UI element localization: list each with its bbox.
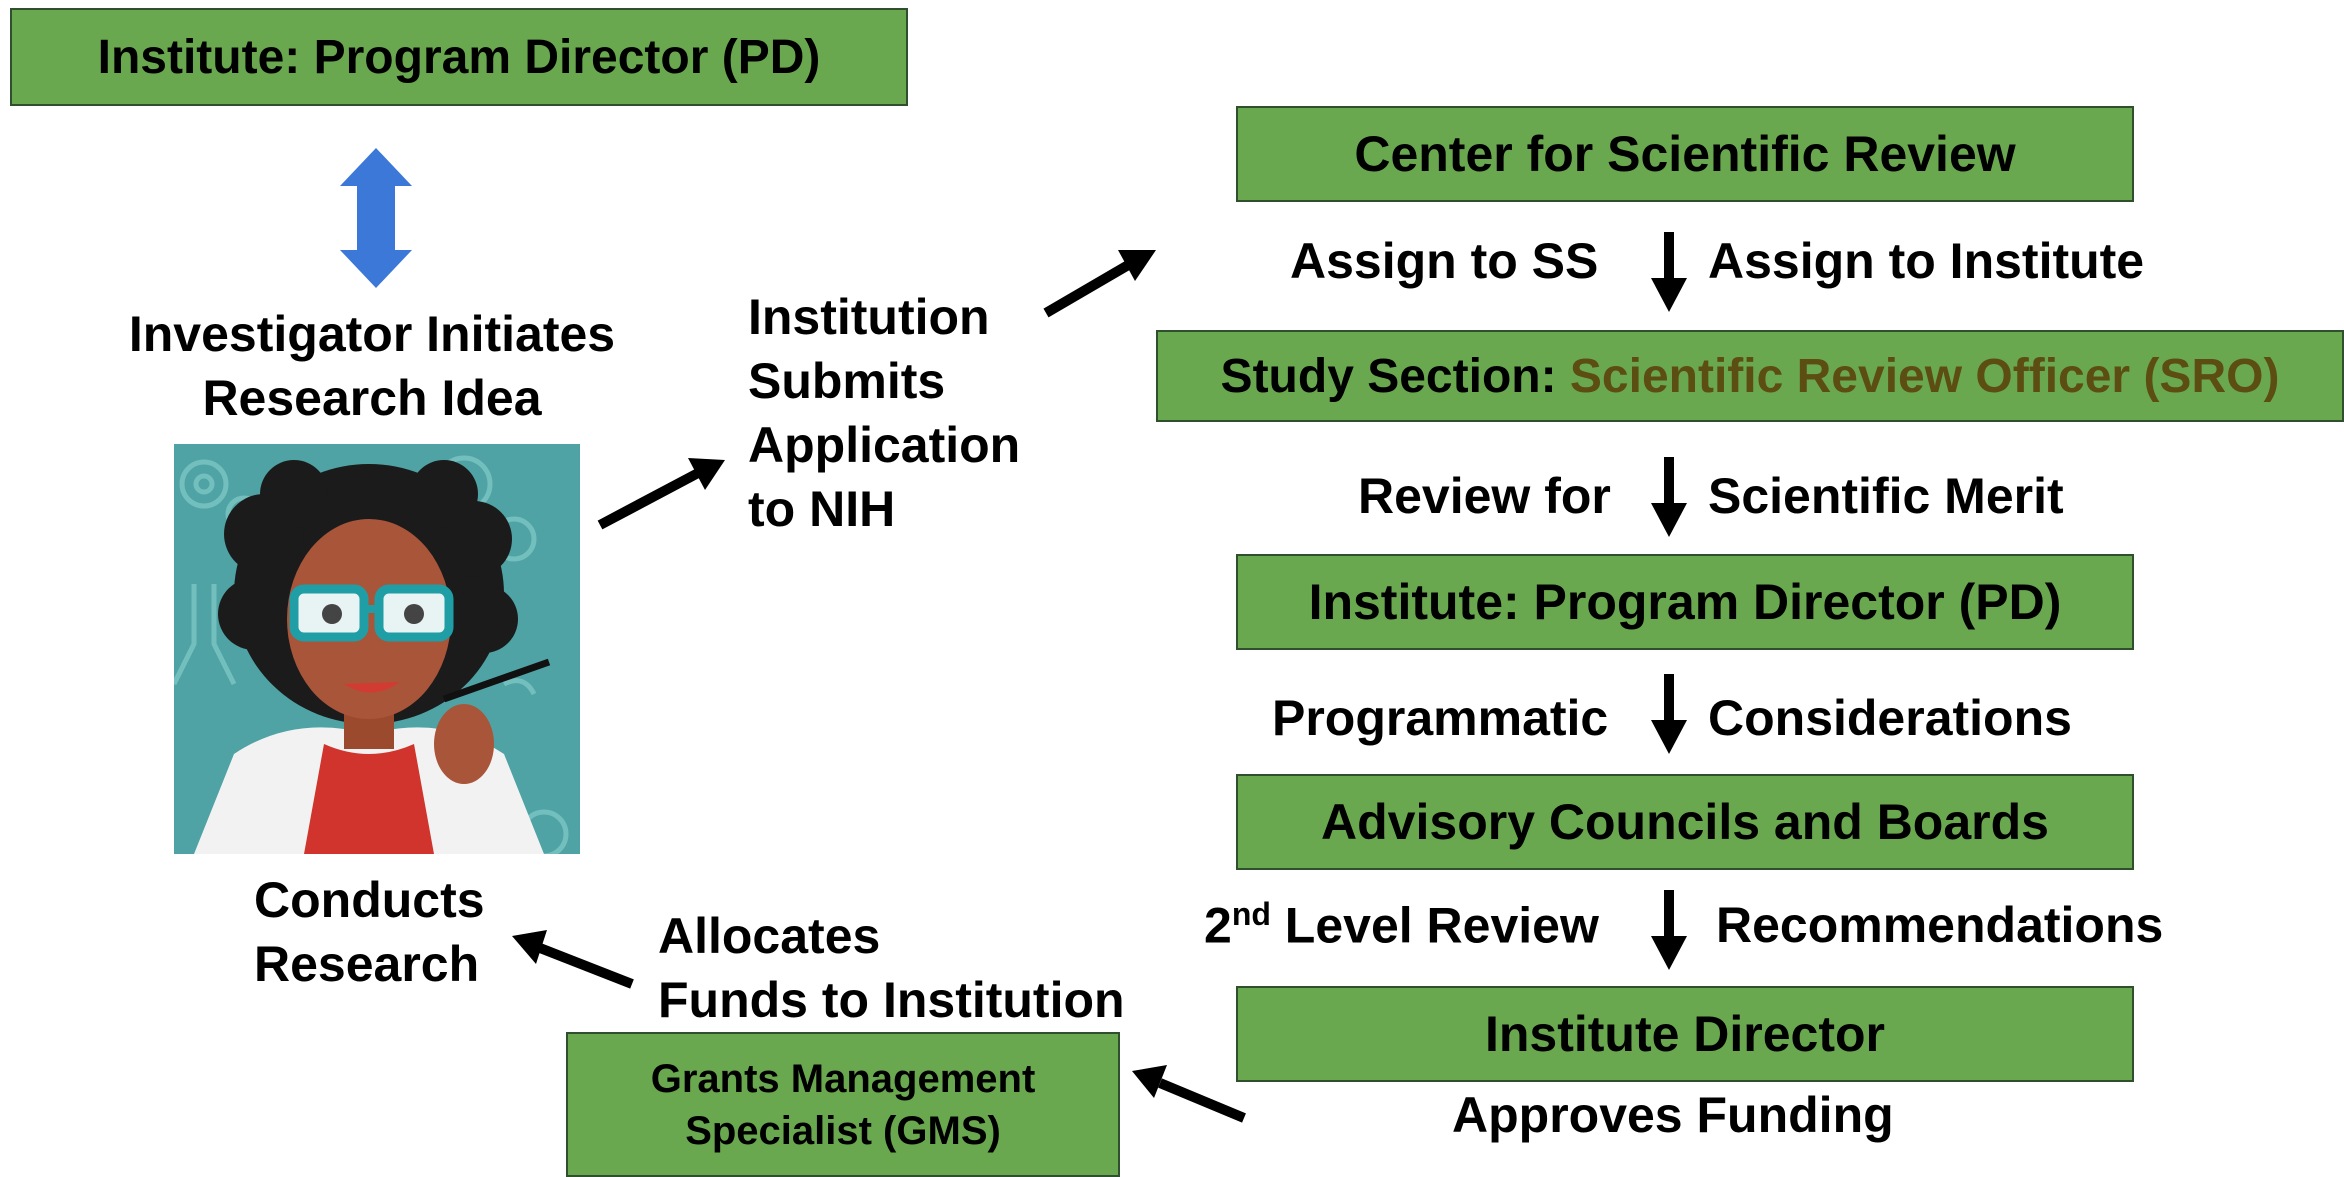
level-review: Level Review: [1270, 897, 1599, 954]
arrow-to-conducts-icon: [538, 943, 634, 989]
submits-line4: to NIH: [748, 481, 896, 537]
investigator-line2: Research Idea: [202, 370, 542, 426]
arrow-to-gms-icon: [1158, 1078, 1246, 1123]
submits-line1: Institution: [748, 289, 990, 345]
institute-director-label: Institute Director: [1484, 1006, 1886, 1062]
investigator-line1: Investigator Initiates: [128, 306, 616, 362]
pd-top-label: Institute: Program Director (PD): [97, 30, 821, 84]
pd-mid-label: Institute: Program Director (PD): [1308, 574, 2062, 630]
down-arrow-icon: [1651, 890, 1687, 970]
assign-ss-label: Assign to SS: [1290, 233, 1599, 289]
councils-label: Advisory Councils and Boards: [1321, 794, 2049, 850]
investigator-illustration: [174, 444, 580, 854]
second-num: 2: [1204, 897, 1232, 954]
arrow-to-csr-icon: [1043, 259, 1133, 318]
considerations-label: Considerations: [1708, 690, 2072, 746]
scientific-merit-label: Scientific Merit: [1708, 468, 2064, 524]
csr-label: Center for Scientific Review: [1354, 126, 2016, 182]
gms-box: Grants Management Specialist (GMS): [566, 1032, 1120, 1177]
conducts-research-label: Conducts Research: [254, 868, 485, 996]
second-sup: nd: [1231, 896, 1271, 932]
arrow-to-submits-icon: [597, 467, 703, 530]
gms-line1: Grants Management: [650, 1056, 1036, 1101]
assign-institute-label: Assign to Institute: [1708, 233, 2145, 289]
down-arrow-icon: [1651, 457, 1687, 537]
csr-box: Center for Scientific Review: [1236, 106, 2134, 202]
allocates-line2: Funds to Institution: [658, 972, 1125, 1028]
double-arrow-icon: [340, 148, 412, 288]
study-section-prefix: Study Section:: [1220, 349, 1570, 403]
sro-label: Scientific Review Officer (SRO): [1569, 349, 2280, 403]
review-for-label: Review for: [1358, 468, 1611, 524]
pd-mid-box: Institute: Program Director (PD): [1236, 554, 2134, 650]
investigator-label: Investigator Initiates Research Idea: [40, 302, 704, 430]
recommendations-label: Recommendations: [1716, 897, 2164, 953]
conducts-line2: Research: [254, 936, 480, 992]
programmatic-label: Programmatic: [1272, 690, 1609, 746]
approves-funding-label: Approves Funding: [1452, 1087, 1894, 1143]
submits-label: Institution Submits Application to NIH: [748, 285, 1020, 541]
gms-line2: Specialist (GMS): [685, 1108, 1001, 1153]
second-level-review-label: 2nd Level Review: [1204, 894, 1599, 957]
pd-top-box: Institute: Program Director (PD): [10, 8, 908, 106]
conducts-line1: Conducts: [254, 872, 485, 928]
allocates-line1: Allocates: [658, 908, 881, 964]
submits-line3: Application: [748, 417, 1021, 473]
allocates-funds-label: Allocates Funds to Institution: [658, 904, 1125, 1032]
study-section-box: Study Section: Scientific Review Officer…: [1156, 330, 2344, 422]
down-arrow-icon: [1651, 674, 1687, 754]
councils-box: Advisory Councils and Boards: [1236, 774, 2134, 870]
submits-line2: Submits: [748, 353, 946, 409]
institute-director-box: Institute Director: [1236, 986, 2134, 1082]
down-arrow-icon: [1651, 232, 1687, 312]
